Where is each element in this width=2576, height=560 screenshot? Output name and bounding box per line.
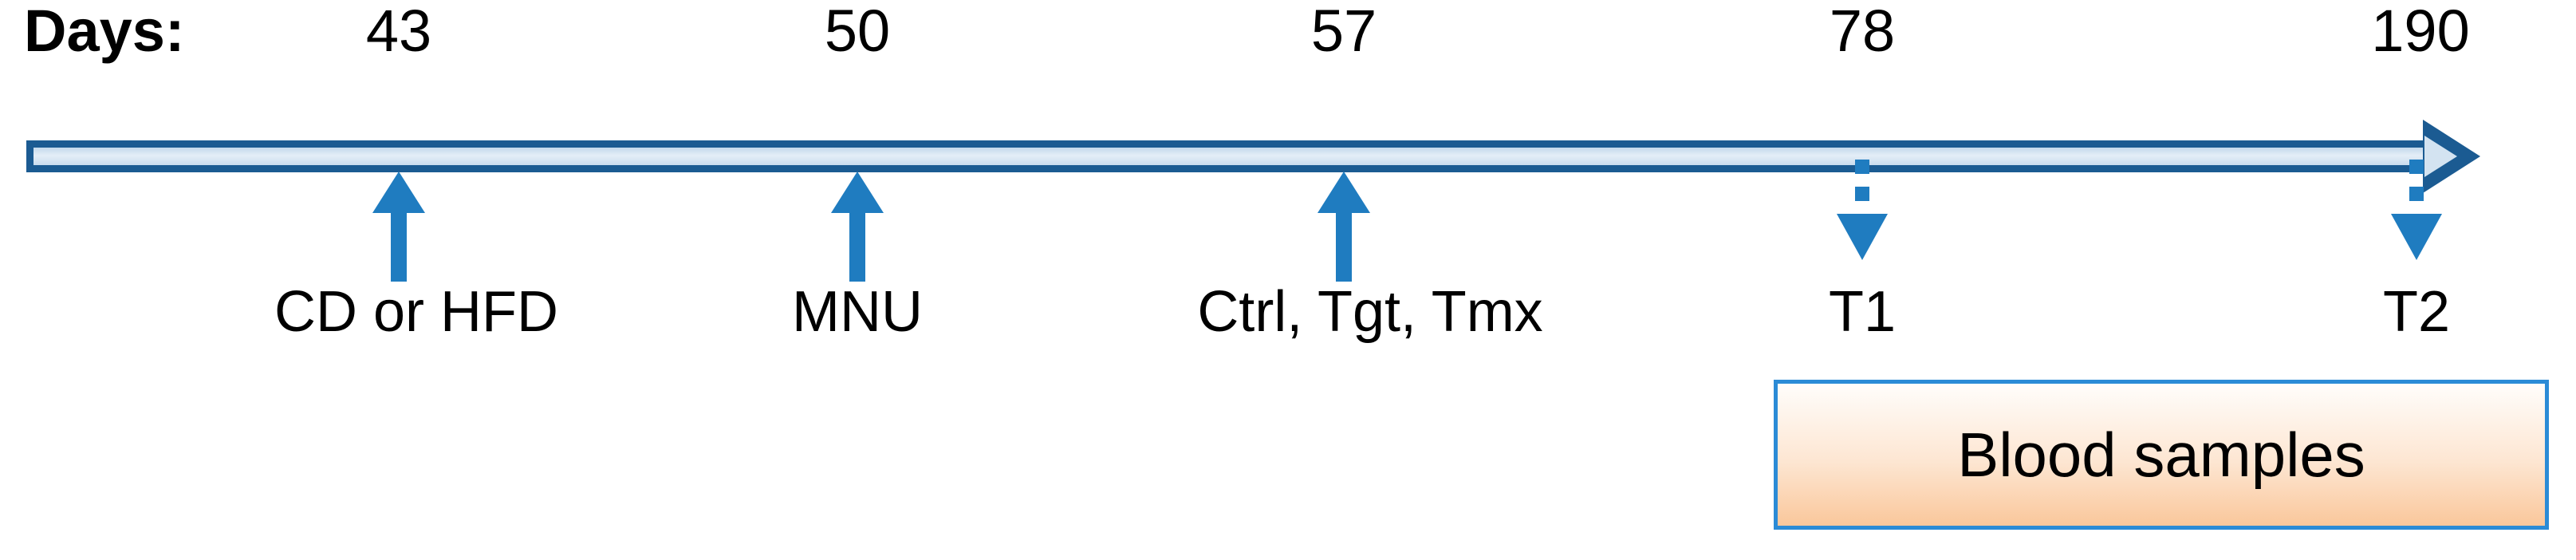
dashed-line <box>2409 160 2424 217</box>
day-tick-label-78: 78 <box>1829 0 1896 64</box>
timeline-axis-bar <box>26 140 2443 172</box>
up-arrow-shaft <box>391 210 407 282</box>
blood-samples-label: Blood samples <box>1957 420 2365 490</box>
up-arrowhead-icon <box>1318 172 1370 213</box>
event-caption-mnu: MNU <box>792 280 923 344</box>
event-caption-cd-or-hfd: CD or HFD <box>274 280 558 344</box>
day-tick-label-50: 50 <box>824 0 891 64</box>
timeline-arrowhead-fill-icon <box>2424 136 2457 177</box>
up-arrow-shaft <box>1336 210 1352 282</box>
up-arrow-shaft <box>849 210 865 282</box>
down-arrowhead-icon <box>2391 214 2442 260</box>
up-arrow-icon-day-43 <box>372 172 425 283</box>
down-arrowhead-icon <box>1837 214 1888 260</box>
event-caption-t1: T1 <box>1828 280 1897 344</box>
blood-samples-box: Blood samples <box>1774 380 2549 530</box>
day-tick-label-57: 57 <box>1310 0 1377 64</box>
day-tick-label-190: 190 <box>2371 0 2470 64</box>
day-tick-label-43: 43 <box>365 0 432 64</box>
days-axis-label: Days: <box>24 0 185 64</box>
up-arrowhead-icon <box>831 172 884 213</box>
dashed-down-arrow-icon-day-190 <box>2391 160 2442 263</box>
dashed-line <box>1855 160 1869 217</box>
dashed-down-arrow-icon-day-78 <box>1837 160 1888 263</box>
event-caption-ctrl-tgt-tmx: Ctrl, Tgt, Tmx <box>1197 280 1543 344</box>
event-caption-t2: T2 <box>2382 280 2451 344</box>
up-arrow-icon-day-50 <box>831 172 884 283</box>
up-arrowhead-icon <box>372 172 425 213</box>
up-arrow-icon-day-57 <box>1318 172 1370 283</box>
